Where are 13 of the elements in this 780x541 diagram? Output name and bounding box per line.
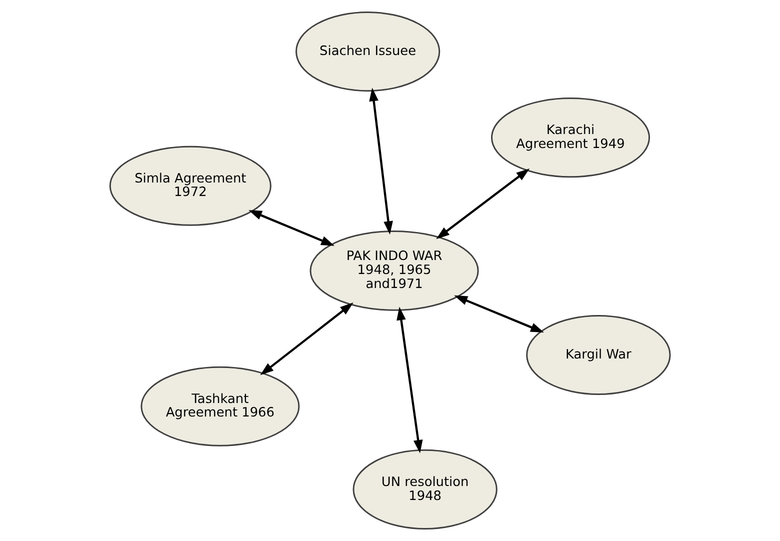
arrow xyxy=(396,306,423,454)
arrow xyxy=(369,88,393,235)
node-ellipse: Karachi Agreement 1949 xyxy=(491,98,650,178)
arrow xyxy=(436,168,530,240)
arrow xyxy=(260,302,354,376)
node-ellipse: PAK INDO WAR 1948, 1965 and1971 xyxy=(310,230,479,311)
node-ellipse: Siachen Issuee xyxy=(295,12,440,92)
arrow xyxy=(248,210,334,246)
node-ellipse: UN resolution 1948 xyxy=(352,449,498,530)
node-ellipse: Kargil War xyxy=(526,314,671,396)
node-ellipse: Simla Agreement 1972 xyxy=(109,146,272,226)
node-ellipse: Tashkant Agreement 1966 xyxy=(140,366,300,446)
arrow xyxy=(454,295,544,333)
